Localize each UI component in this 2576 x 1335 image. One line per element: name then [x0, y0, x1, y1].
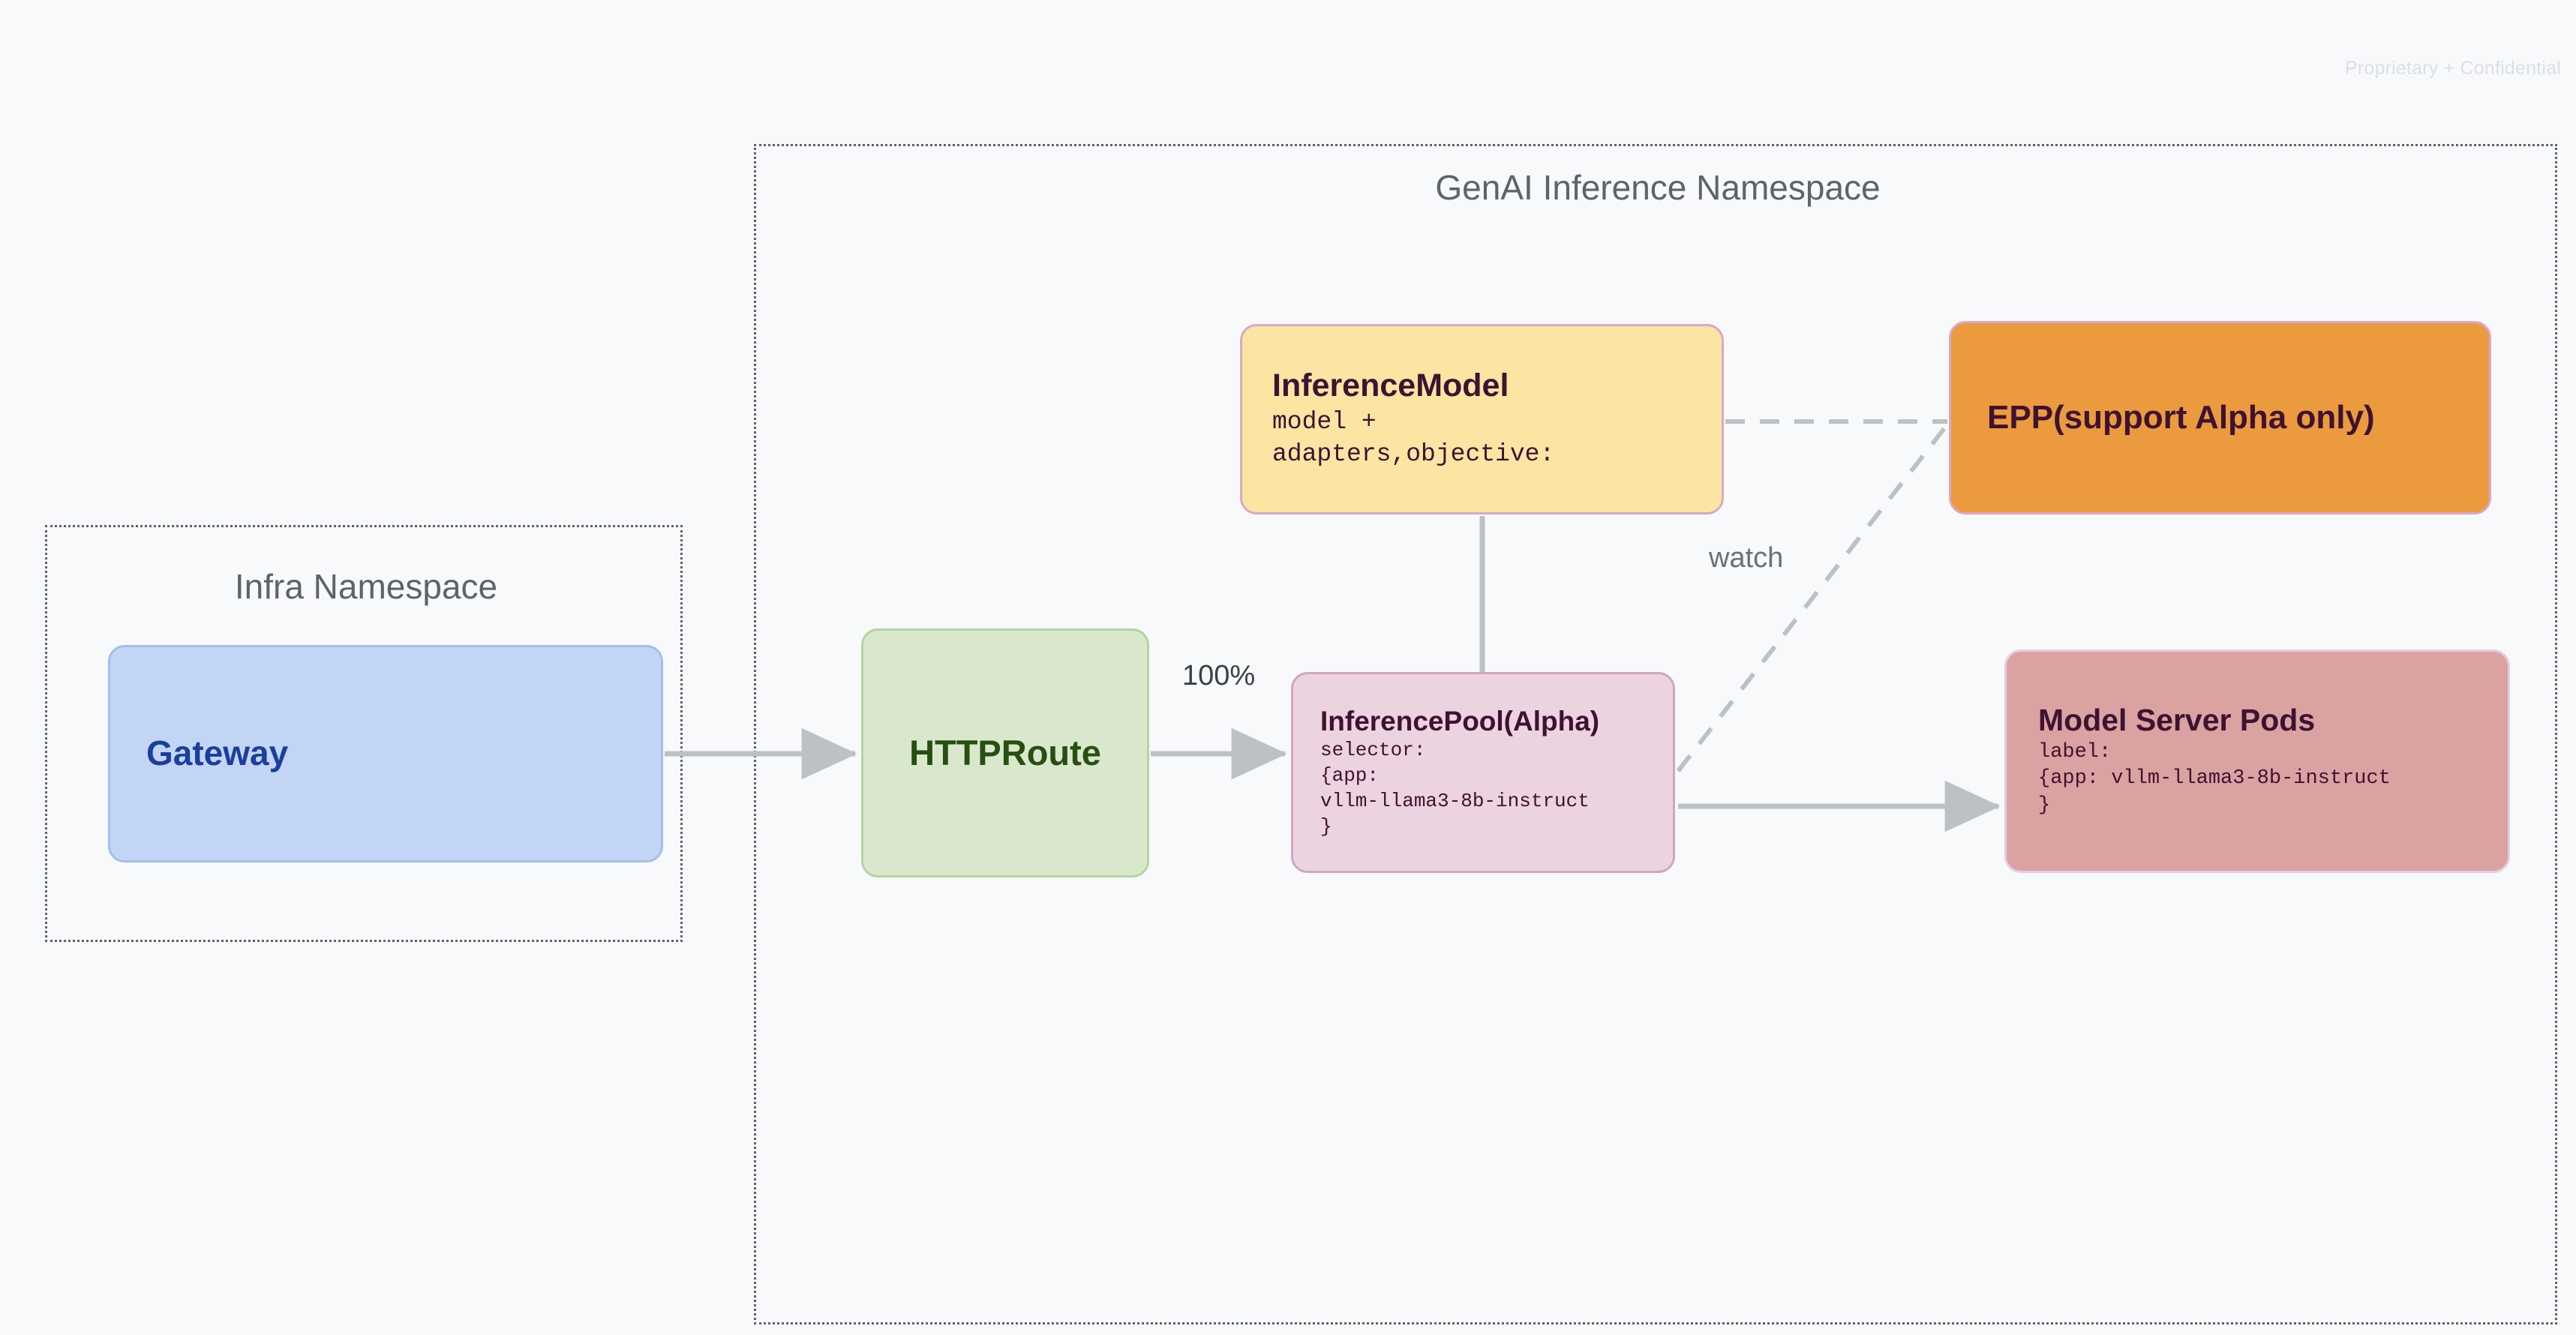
- node-inferencepool-body: selector: {app: vllm-llama3-8b-instruct …: [1320, 739, 1590, 838]
- node-inferencepool[interactable]: InferencePool(Alpha) selector: {app: vll…: [1291, 672, 1675, 873]
- namespace-genai-inference-title: GenAI Inference Namespace: [1435, 168, 1881, 207]
- node-model-server-pods[interactable]: Model Server Pods label: {app: vllm-llam…: [2004, 650, 2510, 873]
- edge-label-traffic-percent: 100%: [1182, 660, 1256, 692]
- node-epp[interactable]: EPP(support Alpha only): [1949, 321, 2491, 514]
- node-gateway[interactable]: Gateway: [108, 645, 663, 862]
- namespace-infra: Infra Namespace: [45, 525, 683, 942]
- node-inferencepool-title: InferencePool(Alpha): [1320, 705, 1600, 736]
- node-httproute-title: HTTPRoute: [909, 732, 1101, 772]
- node-inferencemodel[interactable]: InferenceModel model + adapters,objectiv…: [1240, 324, 1724, 514]
- namespace-infra-title: Infra Namespace: [234, 567, 498, 606]
- edge-label-watch: watch: [1709, 542, 1784, 574]
- confidentiality-watermark: Proprietary + Confidential: [2345, 58, 2561, 79]
- node-inferencemodel-body: model + adapters,objective:: [1272, 408, 1555, 469]
- node-epp-title: EPP(support Alpha only): [1987, 399, 2375, 436]
- node-model-server-pods-title: Model Server Pods: [2038, 703, 2316, 738]
- node-httproute[interactable]: HTTPRoute: [861, 628, 1149, 878]
- node-model-server-pods-body: label: {app: vllm-llama3-8b-instruct }: [2038, 741, 2391, 817]
- namespace-genai-inference: GenAI Inference Namespace: [754, 144, 2557, 1324]
- node-gateway-title: Gateway: [146, 734, 289, 773]
- node-inferencemodel-title: InferenceModel: [1272, 368, 1509, 404]
